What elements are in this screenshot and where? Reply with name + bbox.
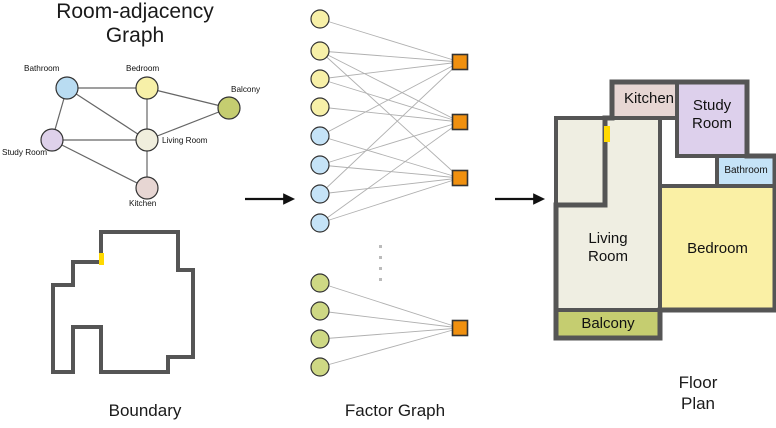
factor-graph-ellipsis-group — [379, 245, 382, 281]
factor-edge-var-2-factor-1 — [319, 50, 461, 63]
factor-graph-edge-group — [319, 18, 461, 368]
floor-plan-front-door-marker — [604, 126, 610, 142]
factor-edge-var-2-factor-3 — [319, 50, 461, 179]
factor-edge-var-9-factor-4 — [319, 282, 461, 329]
factor-graph-node-group — [310, 9, 469, 377]
boundary-caption: Boundary — [108, 401, 182, 420]
room-adjacency-graph-title: Room-adjacency Graph — [0, 0, 270, 48]
factor-edge-var-1-factor-1 — [319, 18, 461, 63]
factor-edge-var-6-factor-2 — [319, 121, 461, 166]
graph-title-line1: Room-adjacency — [56, 0, 214, 23]
graph-node-label-living-room: Living Room — [162, 136, 208, 145]
graph-edge-bedroom-balcony — [146, 87, 230, 109]
factor-graph-variable-node-var-1[interactable] — [310, 9, 330, 29]
factor-graph-ellipsis-dot-1 — [379, 245, 382, 248]
graph-node-kitchen[interactable] — [135, 176, 159, 200]
graph-node-label-bathroom: Bathroom — [24, 64, 60, 73]
factor-edge-var-5-factor-1 — [319, 61, 461, 137]
floor-plan-outline-group — [553, 79, 776, 341]
factor-edge-var-8-factor-3 — [319, 177, 461, 224]
floor-plan-room-label-balcony: Balcony — [581, 315, 635, 332]
floor-plan-outer-wall — [553, 79, 776, 341]
graph-node-group — [40, 76, 241, 200]
factor-edge-var-12-factor-4 — [319, 327, 461, 368]
factor-edge-var-5-factor-3 — [319, 135, 461, 179]
graph-title-line2: Graph — [105, 24, 165, 47]
factor-edge-var-6-factor-3 — [319, 164, 461, 179]
factor-edge-var-11-factor-4 — [319, 327, 461, 340]
floor-plan-caption-line2: Plan — [680, 394, 716, 413]
boundary-front-door-marker — [99, 253, 104, 265]
floor-plan-room-label-living-room-line2: Room — [587, 248, 628, 265]
factor-graph-ellipsis-dot-3 — [379, 267, 382, 270]
factor-edge-var-7-factor-3 — [319, 177, 461, 195]
factor-graph-variable-node-var-10[interactable] — [310, 301, 330, 321]
floor-plan-caption-line1: Floor — [678, 373, 718, 392]
graph-node-living-room[interactable] — [135, 128, 159, 152]
factor-graph-variable-node-var-5[interactable] — [310, 126, 330, 146]
factor-graph-variable-node-var-9[interactable] — [310, 273, 330, 293]
factor-graph-ellipsis-dot-4 — [379, 278, 382, 281]
floor-plan-room-label-living-room-line1: Living — [588, 230, 628, 247]
floor-plan-caption: Floor Plan — [620, 372, 776, 414]
floor-plan-room-living-room[interactable] — [554, 116, 662, 312]
graph-node-bedroom[interactable] — [135, 76, 159, 100]
graph-node-label-bedroom: Bedroom — [126, 64, 160, 73]
factor-graph-variable-node-var-12[interactable] — [310, 357, 330, 377]
factor-graph-variable-node-var-2[interactable] — [310, 41, 330, 61]
factor-graph-factor-node-factor-4[interactable] — [451, 319, 469, 337]
factor-graph-variable-node-var-3[interactable] — [310, 69, 330, 89]
graph-node-label-balcony: Balcony — [231, 85, 261, 94]
graph-node-study-room[interactable] — [40, 128, 64, 152]
factor-edge-var-3-factor-2 — [319, 78, 461, 123]
factor-graph-variable-node-var-11[interactable] — [310, 329, 330, 349]
graph-edge-bathroom-living-room — [66, 87, 148, 141]
floor-plan-room-label-kitchen: Kitchen — [623, 90, 675, 107]
factor-edge-var-8-factor-2 — [319, 121, 461, 224]
factor-edge-var-7-factor-1 — [319, 61, 461, 195]
floor-plan-room-label-bathroom: Bathroom — [724, 165, 768, 176]
floor-plan-room-label-bedroom: Bedroom — [687, 240, 748, 257]
floor-plan-room-label-study-room-line1: Study — [692, 97, 732, 114]
factor-graph-factor-node-factor-3[interactable] — [451, 169, 469, 187]
graph-node-label-kitchen: Kitchen — [129, 199, 157, 208]
graph-node-balcony[interactable] — [217, 96, 241, 120]
factor-graph-variable-node-var-7[interactable] — [310, 184, 330, 204]
factor-graph-factor-node-factor-1[interactable] — [451, 53, 469, 71]
boundary-outline-group — [51, 230, 195, 374]
factor-edge-var-10-factor-4 — [319, 310, 461, 329]
graph-node-label-study-room: Study Room — [2, 148, 48, 157]
factor-graph-variable-node-var-6[interactable] — [310, 155, 330, 175]
boundary-polygon — [51, 230, 195, 374]
factor-graph-factor-node-factor-2[interactable] — [451, 113, 469, 131]
graph-node-bathroom[interactable] — [55, 76, 79, 100]
factor-graph-ellipsis-dot-2 — [379, 256, 382, 259]
graph-edge-balcony-living-room — [146, 107, 230, 141]
floor-plan-room-label-study-room-line2: Room — [691, 115, 732, 132]
factor-graph-caption: Factor Graph — [344, 401, 446, 420]
factor-graph-variable-node-var-8[interactable] — [310, 213, 330, 233]
factor-edge-var-3-factor-1 — [319, 61, 461, 80]
factor-graph-variable-node-var-4[interactable] — [310, 97, 330, 117]
factor-edge-var-2-factor-2 — [319, 50, 461, 123]
graph-edge-study-room-kitchen — [51, 139, 148, 189]
